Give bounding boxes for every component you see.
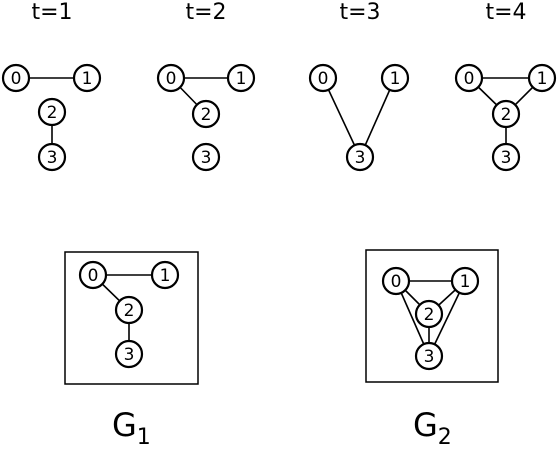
aggregate-g2-node-3 [414,341,444,371]
snapshot-t1-node-0 [1,63,31,93]
snapshot-graph-t1: 0 1 2 3 [1,63,102,172]
snapshot-graph-t4: 0 1 2 3 [454,63,557,172]
snapshot-t1-node-label-0: 0 [11,69,22,89]
aggregate-graph-g2: 0 1 2 3 [381,266,480,371]
snapshot-t1-node-3 [37,142,67,172]
snapshot-t1-node-label-1: 1 [82,69,93,89]
snapshot-t3-node-label-0: 0 [318,69,329,89]
snapshot-t2-node-label-1: 1 [236,69,247,89]
snapshot-t3-edge-0-3 [322,77,361,158]
aggregate-g1-node-0 [78,260,108,290]
aggregate-g1-node-2 [114,295,144,325]
snapshot-t2-node-label-2: 2 [201,105,212,125]
aggregate-g1-node-label-2: 2 [124,301,135,321]
aggregate-g2-node-label-3: 3 [424,347,435,367]
snapshot-graph-t3: 0 1 3 [308,63,410,172]
snapshot-t4-node-label-3: 3 [501,148,512,168]
snapshot-graph-t2: 0 1 2 3 [156,63,256,172]
snapshot-t4-node-1 [527,63,557,93]
aggregate-g1-node-label-3: 3 [124,345,135,365]
snapshot-t3-edge-1-3 [359,77,396,158]
aggregate-g1-node-1 [150,260,180,290]
aggregate-box-g2 [365,249,499,383]
aggregate-graph-g1: 0 1 2 3 [78,260,180,369]
aggregate-g2-node-label-1: 1 [460,272,471,292]
snapshot-t2-node-label-0: 0 [166,69,177,89]
snapshot-t2-node-2 [191,99,221,129]
aggregate-label-g2-name: G [413,406,438,444]
aggregate-label-g2-subscript: 2 [438,425,452,444]
snapshot-t1-node-2 [37,97,67,127]
time-label-t1: t=1 [31,0,72,25]
aggregate-g1-node-label-0: 0 [88,266,99,286]
snapshot-t4-node-2 [491,99,521,129]
snapshot-t4-node-3 [491,142,521,172]
aggregate-g2-node-0 [381,266,411,296]
aggregate-g1-node-label-1: 1 [160,266,171,286]
snapshot-t4-node-label-0: 0 [464,69,475,89]
aggregate-g1-node-3 [114,339,144,369]
snapshot-t4-node-label-2: 2 [501,105,512,125]
aggregate-g2-node-label-0: 0 [391,272,402,292]
snapshot-t4-node-0 [454,63,484,93]
aggregate-g2-node-1 [450,266,480,296]
snapshot-t2-node-1 [226,63,256,93]
aggregate-g2-node-2 [414,299,444,329]
snapshot-t3-node-1 [380,63,410,93]
snapshot-t2-node-0 [156,63,186,93]
snapshot-t3-node-label-3: 3 [355,148,366,168]
time-label-t2: t=2 [185,0,226,25]
aggregate-label-g1-subscript: 1 [137,425,151,444]
aggregate-label-g2: G2 [413,406,452,444]
aggregate-label-g1: G1 [112,406,151,444]
snapshot-t3-node-0 [308,63,338,93]
time-label-t4: t=4 [485,0,526,25]
aggregate-label-g1-name: G [112,406,137,444]
snapshot-t3-node-3 [345,142,375,172]
snapshot-t1-node-label-3: 3 [47,148,58,168]
snapshot-t1-node-1 [72,63,102,93]
aggregate-box-g1 [64,251,199,385]
snapshot-t1-node-label-2: 2 [47,103,58,123]
snapshot-t3-node-label-1: 1 [390,69,401,89]
aggregate-g2-node-label-2: 2 [424,305,435,325]
snapshot-t2-node-label-3: 3 [201,148,212,168]
snapshot-t2-node-3 [191,142,221,172]
time-label-t3: t=3 [339,0,380,25]
snapshot-t4-node-label-1: 1 [537,69,548,89]
